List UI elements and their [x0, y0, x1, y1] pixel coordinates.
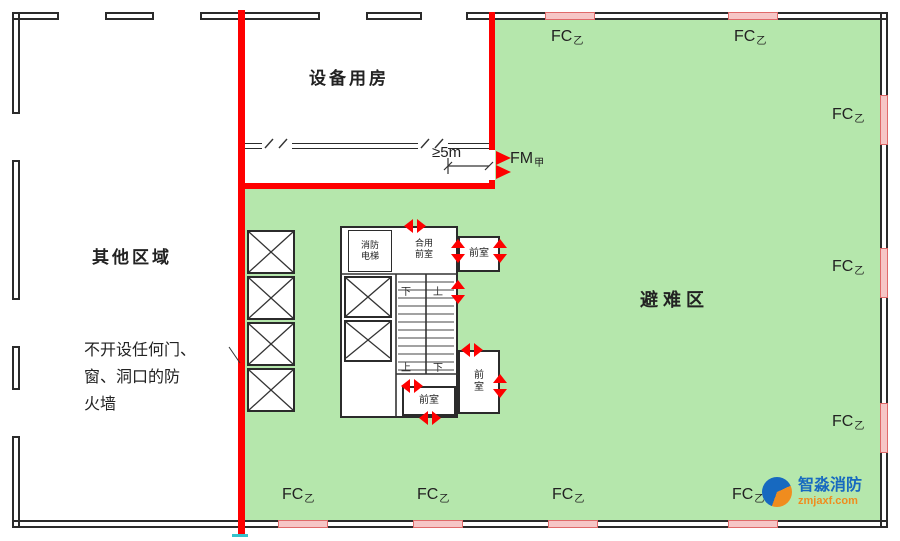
dimension-label: ≥5m [432, 144, 462, 161]
lobby-box-right: 前 室 [458, 350, 500, 414]
fire-elevator-box: 消防 电梯 [348, 230, 392, 272]
fire-wall-corridor-bottom [240, 183, 495, 189]
fc-sub: 乙 [854, 266, 865, 277]
equipment-room-wall [245, 143, 262, 149]
fire-window [880, 248, 888, 298]
watermark-brand: 智淼消防 [798, 477, 863, 495]
fire-window [278, 520, 328, 528]
elevator-shaft [247, 368, 295, 412]
fc-main: FC [734, 28, 756, 45]
fc-main: FC [417, 486, 439, 503]
equipment-room-label: 设备用房 [309, 69, 389, 88]
scale-mark [232, 534, 248, 537]
lobby-box-top: 前室 [458, 236, 500, 272]
window [57, 12, 107, 20]
fc-sub: 乙 [754, 494, 765, 505]
fc-window-label: FC乙 [832, 106, 864, 125]
fc-main: FC [551, 28, 573, 45]
fc-main: FC [552, 486, 574, 503]
stair-down-label: 下 [401, 287, 411, 298]
fire-window [548, 520, 598, 528]
firewall-note-line1: 不开设任何门、 [84, 342, 197, 359]
elevator-shaft [247, 322, 295, 366]
fc-sub: 乙 [573, 36, 584, 47]
watermark: 智淼消防 zmjaxf.com [762, 477, 862, 507]
shared-lobby-line2: 前室 [414, 249, 433, 259]
window [12, 298, 20, 348]
watermark-text: 智淼消防 zmjaxf.com [798, 477, 862, 507]
equipment-room-wall [292, 143, 418, 149]
fc-main: FC [282, 486, 304, 503]
shared-lobby-label: 合用 前室 [396, 232, 452, 266]
elevator-shaft [247, 276, 295, 320]
lobby-char2: 室 [474, 382, 484, 393]
fm-door-sub: 甲 [534, 158, 545, 169]
watermark-logo-icon [762, 477, 792, 507]
fc-window-label: FC乙 [552, 486, 584, 505]
outer-wall-left [12, 12, 20, 528]
firewall-note-line3: 火墙 [84, 396, 117, 413]
fc-main: FC [832, 106, 854, 123]
fc-window-label: FC乙 [417, 486, 449, 505]
firewall-note-line2: 窗、洞口的防 [84, 369, 181, 386]
fire-window [413, 520, 463, 528]
stair-up-label: 上 [433, 287, 443, 298]
fc-window-label: FC乙 [551, 28, 583, 47]
elevator-shaft [247, 230, 295, 274]
fc-sub: 乙 [854, 114, 865, 125]
stair-down-label: 下 [433, 363, 443, 374]
refuge-area-label: 避难区 [640, 290, 709, 310]
fire-elevator-label-1: 消防 [360, 240, 379, 251]
lobby-label: 前室 [469, 248, 489, 259]
fc-window-label: FC乙 [732, 486, 764, 505]
fire-wall-equipment-right-upper [489, 12, 495, 150]
window [12, 388, 20, 438]
refuge-area-fill-right [495, 20, 880, 520]
firewall-note: 不开设任何门、 窗、洞口的防 火墙 [84, 337, 244, 418]
window [12, 112, 20, 162]
fc-main: FC [732, 486, 754, 503]
fire-window [545, 12, 595, 20]
fc-sub: 乙 [756, 36, 767, 47]
fire-window [728, 12, 778, 20]
shared-lobby-line1: 合用 [414, 238, 433, 249]
fc-sub: 乙 [439, 494, 450, 505]
fc-window-label: FC乙 [734, 28, 766, 47]
lobby-box-bottom: 前室 [402, 386, 456, 416]
fire-elevator-label-2: 电梯 [360, 251, 379, 261]
elevator-shaft [344, 276, 392, 318]
elevator-shaft [344, 320, 392, 362]
fc-main: FC [832, 258, 854, 275]
fc-sub: 乙 [854, 421, 865, 432]
fc-sub: 乙 [574, 494, 585, 505]
lobby-char1: 前 [474, 370, 484, 381]
fm-door-label: FM甲 [510, 150, 544, 169]
fire-window [728, 520, 778, 528]
fc-window-label: FC乙 [832, 258, 864, 277]
fm-door-main: FM [510, 150, 534, 167]
window [152, 12, 202, 20]
fire-wall-vertical [238, 10, 245, 537]
watermark-site: zmjaxf.com [798, 494, 858, 507]
fire-window [880, 403, 888, 453]
fc-sub: 乙 [304, 494, 315, 505]
fc-main: FC [832, 413, 854, 430]
stair-up-label: 上 [401, 363, 411, 374]
fc-window-label: FC乙 [282, 486, 314, 505]
lobby-label: 前室 [419, 395, 439, 406]
window [420, 12, 468, 20]
equipment-room-wall [448, 143, 489, 149]
window [318, 12, 368, 20]
other-area-label: 其他区域 [92, 248, 172, 267]
fire-window [880, 95, 888, 145]
fc-window-label: FC乙 [832, 413, 864, 432]
